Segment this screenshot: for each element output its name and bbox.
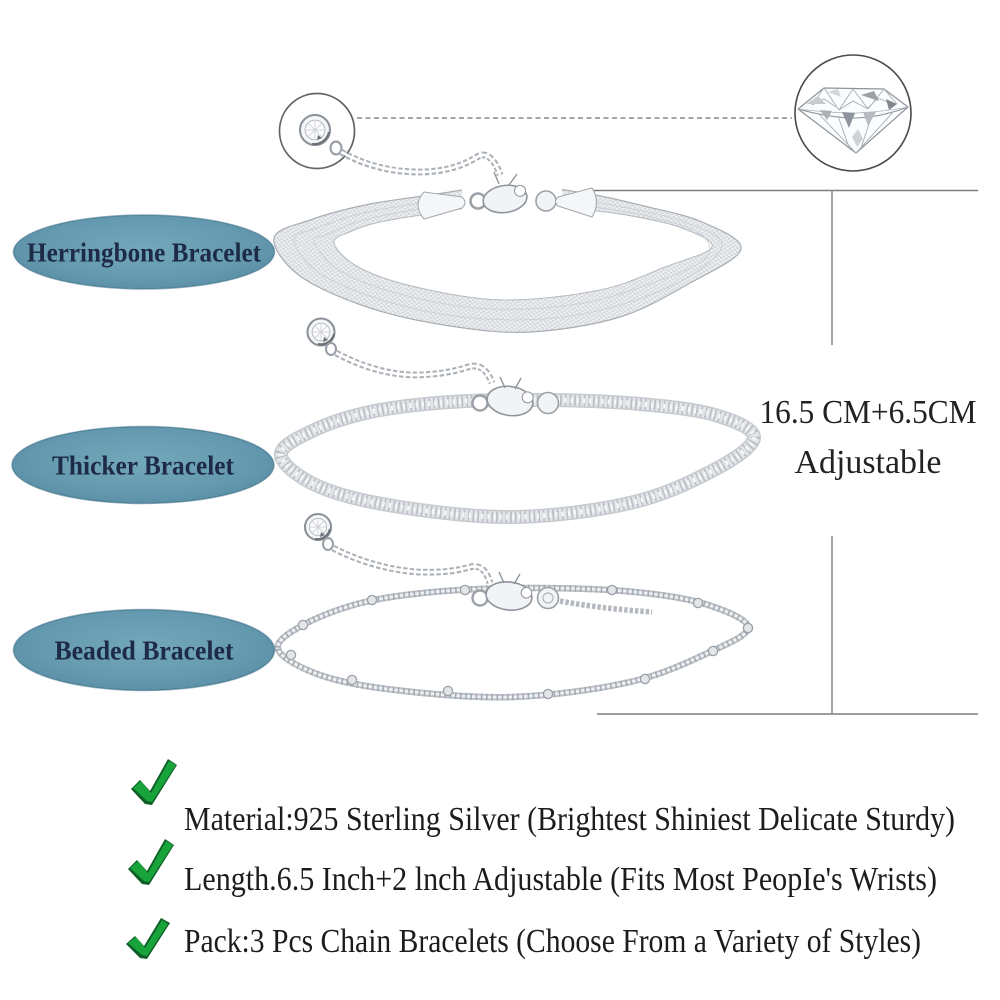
svg-text:Adjustable: Adjustable <box>795 444 942 481</box>
svg-text:Pack:3 Pcs Chain Bracelets (Ch: Pack:3 Pcs Chain Bracelets (Choose From … <box>184 923 921 960</box>
svg-text:16.5 CM+6.5CM: 16.5 CM+6.5CM <box>760 394 977 431</box>
svg-text:Beaded Bracelet: Beaded Bracelet <box>55 636 234 666</box>
svg-text:Thicker Bracelet: Thicker Bracelet <box>52 451 234 481</box>
svg-text:Length.6.5 Inch+2 lnch Adjusta: Length.6.5 Inch+2 lnch Adjustable (Fits … <box>184 861 937 898</box>
svg-text:Herringbone Bracelet: Herringbone Bracelet <box>27 238 261 268</box>
svg-text:Material:925 Sterling Silver (: Material:925 Sterling Silver (Brightest … <box>184 801 955 838</box>
